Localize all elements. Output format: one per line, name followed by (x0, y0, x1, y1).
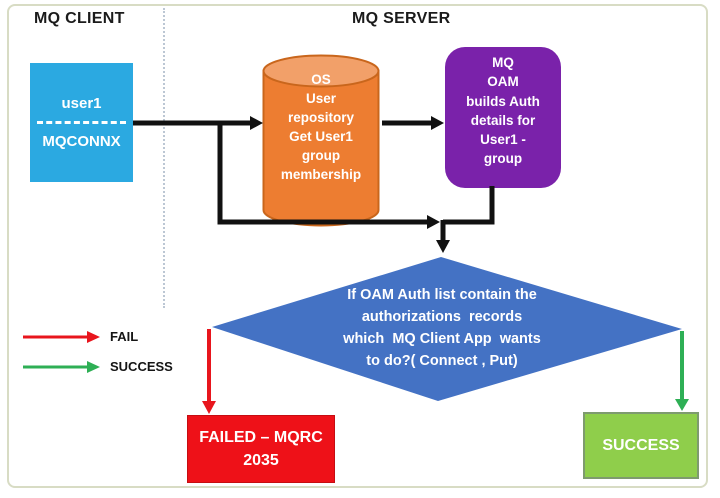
client-user-label: user1 (61, 95, 102, 112)
client-call-label: MQCONNX (42, 133, 121, 150)
diagram-frame (7, 4, 708, 488)
legend-fail-label: FAIL (110, 329, 139, 344)
os-user-repository-label: OS User repository Get User1 group membe… (280, 72, 362, 182)
os-user-repository-node: OS User repository Get User1 group membe… (262, 54, 380, 227)
server-zone-title: MQ SERVER (352, 10, 451, 27)
mq-oam-label: MQ OAM builds Auth details for User1 - g… (466, 55, 540, 167)
legend-success-label: SUCCESS (110, 359, 173, 374)
mq-oam-node: MQ OAM builds Auth details for User1 - g… (445, 47, 561, 188)
failed-outcome-label: FAILED – MQRC 2035 (199, 429, 323, 469)
client-zone-title: MQ CLIENT (34, 10, 125, 27)
success-outcome-label: SUCCESS (602, 436, 680, 454)
cylinder-top-ellipse (262, 54, 380, 88)
failed-outcome-node: FAILED – MQRC 2035 (187, 415, 335, 483)
decision-label: If OAM Auth list contain the authorizati… (343, 287, 541, 369)
mq-client-app-node: user1 MQCONNX (30, 63, 133, 182)
success-outcome-node: SUCCESS (583, 412, 699, 479)
client-server-divider (163, 8, 165, 308)
client-box-divider (37, 121, 126, 124)
